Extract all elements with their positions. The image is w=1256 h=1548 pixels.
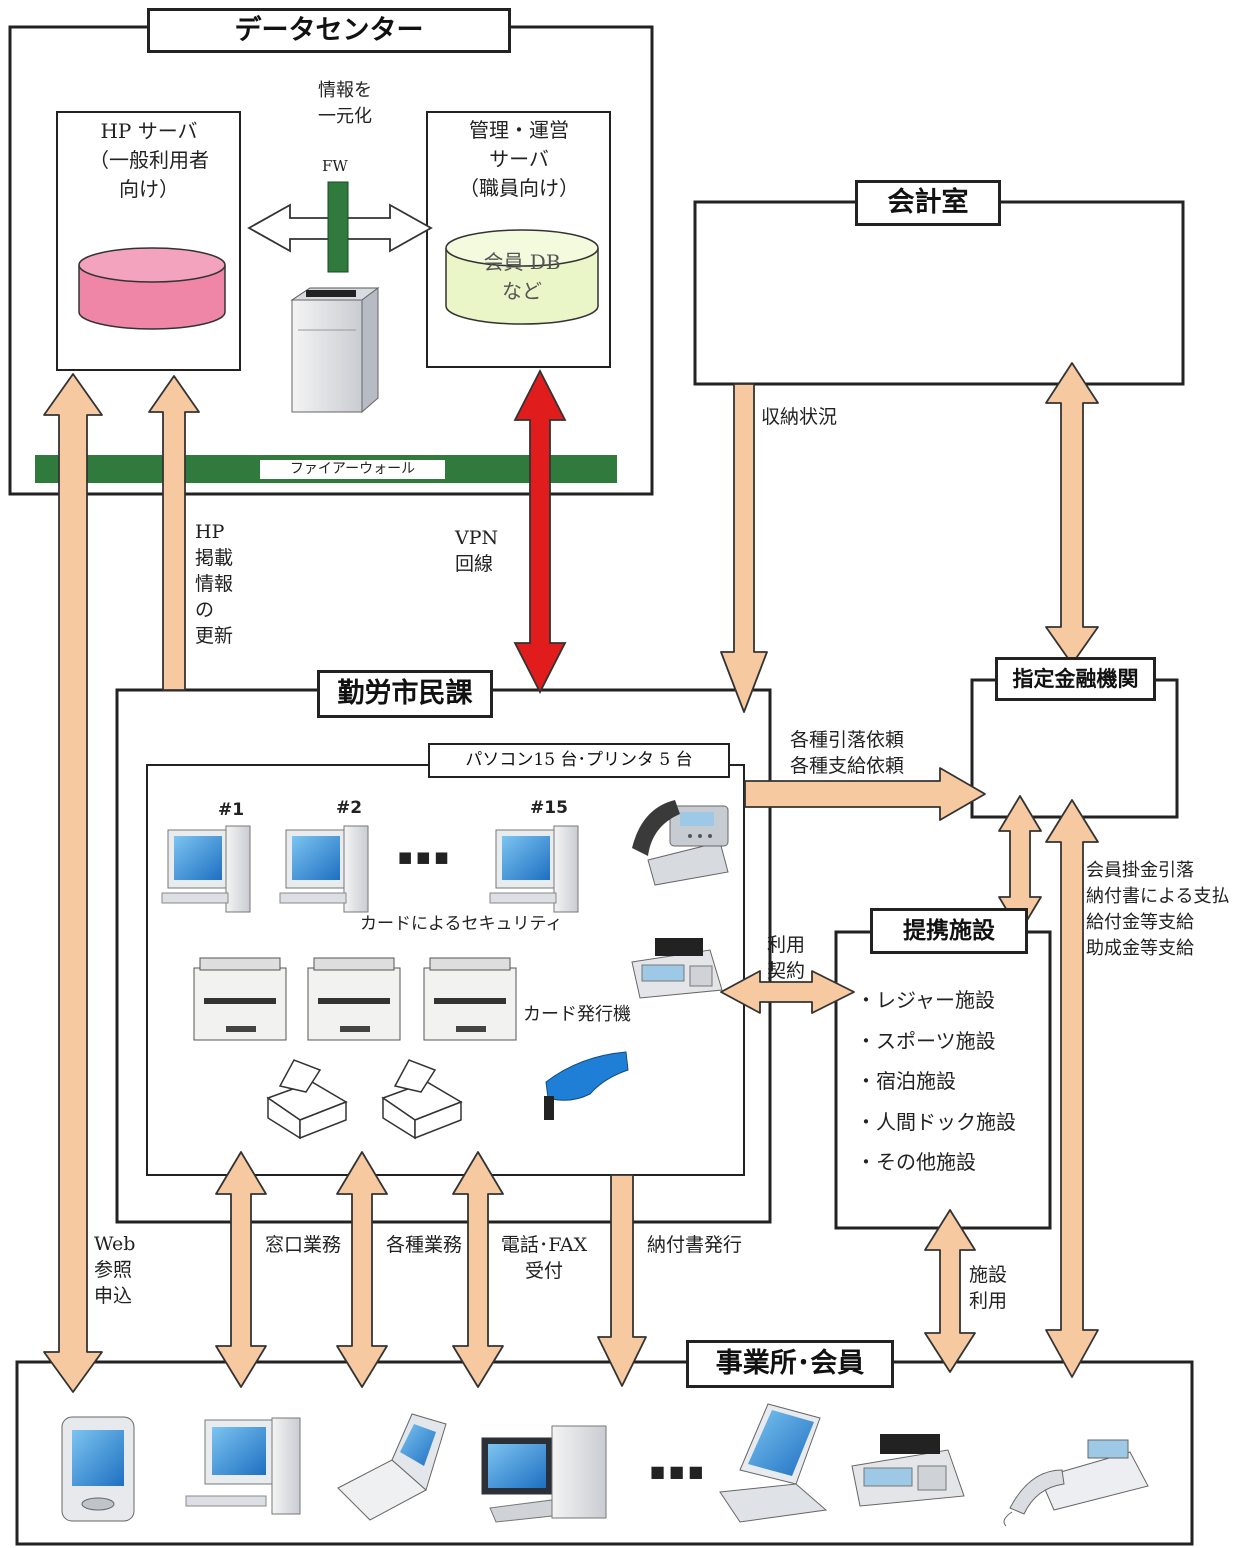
member-fax-icon xyxy=(852,1434,964,1506)
hp-server-line1: HP サーバ xyxy=(60,117,238,146)
member-db-label: 会員 DB など xyxy=(448,248,596,306)
hp-update-line1: HP xyxy=(195,519,233,545)
bank-flows-line4: 助成金等支給 xyxy=(1086,936,1229,962)
unify-note-line2: 一元化 xyxy=(300,104,390,130)
office-pc-1-icon xyxy=(162,826,250,912)
counter-arrow xyxy=(216,1152,266,1387)
bank-title: 指定金融機関 xyxy=(995,657,1156,701)
various-arrow xyxy=(337,1152,387,1387)
office-fax-icon xyxy=(632,938,722,998)
facility-item: ・人間ドック施設 xyxy=(856,1109,1016,1135)
payment-status-arrow xyxy=(721,384,767,712)
web-label: Web 参照 申込 xyxy=(94,1231,135,1309)
bank-flows-line3: 給付金等支給 xyxy=(1086,910,1229,936)
counter-label: 窓口業務 xyxy=(265,1232,341,1258)
web-line1: Web xyxy=(94,1231,135,1257)
phone-fax-label: 電話･FAX 受付 xyxy=(495,1232,593,1284)
hp-update-line2: 掲載 xyxy=(195,545,233,571)
facility-item: ・レジャー施設 xyxy=(856,987,995,1013)
vpn-line2: 回線 xyxy=(455,551,498,577)
fw-bar xyxy=(328,182,348,272)
pc-number-1: #1 xyxy=(218,800,244,820)
laptop-icon xyxy=(720,1404,826,1522)
office-printer-1-icon xyxy=(194,958,286,1040)
facility-use-label: 施設 利用 xyxy=(969,1262,1007,1314)
hp-server-line3: 向け） xyxy=(60,175,238,204)
laser-printer-1-icon xyxy=(268,1060,346,1138)
pda-icon xyxy=(62,1417,134,1521)
accounting-title: 会計室 xyxy=(855,180,1001,226)
bank-flows-line1: 会員掛金引落 xyxy=(1086,858,1229,884)
hp-server-line2: （一般利用者 xyxy=(60,146,238,175)
office-pc-15-icon xyxy=(490,826,578,912)
unify-note: 情報を 一元化 xyxy=(300,78,390,130)
bank-flows-line2: 納付書による支払 xyxy=(1086,884,1229,910)
hp-server-label: HP サーバ （一般利用者 向け） xyxy=(60,117,238,204)
kinrou-title: 勤労市民課 xyxy=(317,670,493,718)
hp-database-icon xyxy=(79,248,225,329)
invoice-arrow xyxy=(598,1175,646,1386)
pc-number-15: #15 xyxy=(530,798,568,818)
firewall-label: ファイアーウォール xyxy=(260,459,445,480)
mgmt-server-label: 管理・運営 サーバ （職員向け） xyxy=(430,116,608,203)
facility-item: ・その他施設 xyxy=(856,1149,976,1175)
datacenter-title: データセンター xyxy=(147,8,511,53)
pc-number-2: #2 xyxy=(336,798,362,818)
vpn-arrow xyxy=(515,371,565,692)
phone-fax-line2: 受付 xyxy=(495,1258,593,1284)
workstation-icon xyxy=(482,1426,606,1522)
requests-line1: 各種引落依頼 xyxy=(790,727,904,753)
mgmt-server-line2: サーバ xyxy=(430,145,608,174)
office-printer-3-icon xyxy=(424,958,516,1040)
hp-update-label: HP 掲載 情報 の 更新 xyxy=(195,519,233,649)
requests-label: 各種引落依頼 各種支給依頼 xyxy=(790,727,904,779)
accounting-box xyxy=(695,202,1183,384)
mgmt-server-line3: （職員向け） xyxy=(430,174,608,203)
web-line2: 参照 xyxy=(94,1257,135,1283)
facility-item: ・宿泊施設 xyxy=(856,1068,956,1094)
invoice-label: 納付書発行 xyxy=(647,1232,742,1258)
usage-contract-line1: 利用 xyxy=(767,932,805,958)
card-security-label: カードによるセキュリティ xyxy=(360,911,562,937)
facilities-title: 提携施設 xyxy=(870,908,1028,954)
hp-update-line4: の xyxy=(195,597,233,623)
usage-contract-line2: 契約 xyxy=(767,958,805,984)
mgmt-server-line1: 管理・運営 xyxy=(430,116,608,145)
fw-label: FW xyxy=(322,155,348,177)
member-db-line2: など xyxy=(448,277,596,306)
office-printer-2-icon xyxy=(308,958,400,1040)
member-db-line1: 会員 DB xyxy=(448,248,596,277)
facility-use-line1: 施設 xyxy=(969,1262,1007,1288)
members-title: 事業所･会員 xyxy=(686,1340,894,1388)
member-pc-icon xyxy=(186,1418,300,1514)
unify-note-line1: 情報を xyxy=(300,78,390,104)
payment-status-label: 収納状況 xyxy=(761,404,837,430)
hp-update-arrow xyxy=(149,376,199,690)
mobile-phone-icon xyxy=(338,1414,446,1520)
card-issuer-icon xyxy=(544,1052,628,1120)
member-phone-icon xyxy=(1004,1440,1148,1526)
hp-update-line3: 情報 xyxy=(195,571,233,597)
bank-flows-label: 会員掛金引落 納付書による支払 給付金等支給 助成金等支給 xyxy=(1086,858,1229,962)
equipment-title: パソコン15 台･プリンタ 5 台 xyxy=(428,743,730,778)
vpn-label: VPN 回線 xyxy=(455,525,498,577)
facility-use-line2: 利用 xyxy=(969,1288,1007,1314)
web-line3: 申込 xyxy=(94,1283,135,1309)
phone-fax-line1: 電話･FAX xyxy=(495,1232,593,1258)
office-pc-2-icon xyxy=(280,826,368,912)
fw-server-icon xyxy=(292,288,378,412)
laser-printer-2-icon xyxy=(383,1060,461,1138)
accounting-bank-arrow xyxy=(1046,363,1098,664)
card-issuer-label: カード発行機 xyxy=(523,1002,631,1028)
various-label: 各種業務 xyxy=(386,1232,462,1258)
usage-contract-label: 利用 契約 xyxy=(767,932,805,984)
members-ellipsis: ■■■ xyxy=(650,1462,707,1481)
office-phone-icon xyxy=(632,800,728,885)
pc-ellipsis: ■■■ xyxy=(398,848,453,866)
hp-update-line5: 更新 xyxy=(195,623,233,649)
facility-item: ・スポーツ施設 xyxy=(856,1028,996,1054)
facility-use-arrow xyxy=(925,1210,975,1372)
requests-line2: 各種支給依頼 xyxy=(790,753,904,779)
vpn-line1: VPN xyxy=(455,525,498,551)
